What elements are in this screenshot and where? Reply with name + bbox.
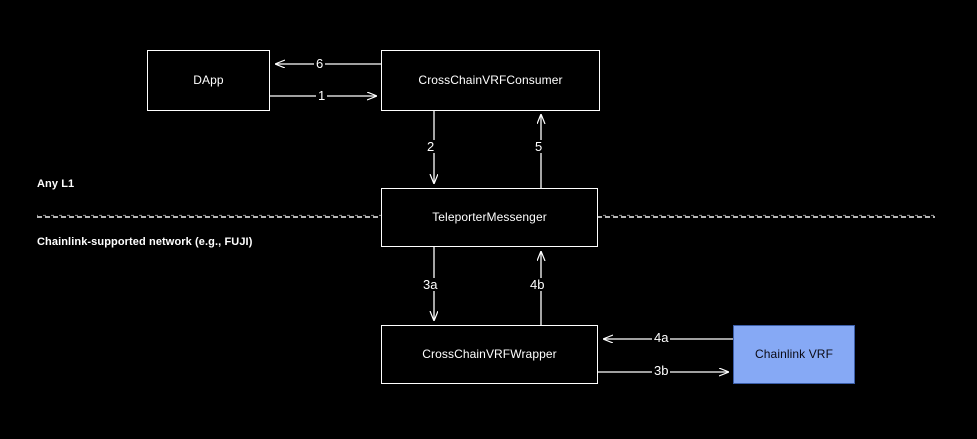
node-crosschainvrfconsumer[interactable]: CrossChainVRFConsumer [381,50,600,111]
node-crosschainvrfwrapper-label: CrossChainVRFWrapper [422,347,557,362]
edge-label-2: 2 [425,139,437,154]
zone-label-chainlink-network: Chainlink-supported network (e.g., FUJI) [37,236,253,248]
node-crosschainvrfconsumer-label: CrossChainVRFConsumer [418,73,563,88]
edge-label-4a: 4a [652,330,671,345]
node-teleportermessenger[interactable]: TeleporterMessenger [381,188,598,247]
zone-label-any-l1: Any L1 [37,178,75,190]
node-dapp-label: DApp [193,73,224,88]
node-chainlink-vrf-label: Chainlink VRF [755,347,833,362]
edge-label-3b: 3b [652,363,671,378]
edge-label-5: 5 [533,139,545,154]
node-chainlink-vrf[interactable]: Chainlink VRF [733,325,855,384]
edge-label-4b: 4b [528,277,547,292]
edge-label-3a: 3a [421,277,440,292]
node-dapp[interactable]: DApp [147,50,270,111]
edge-label-6: 6 [314,56,326,71]
edge-label-1: 1 [316,88,328,103]
node-teleportermessenger-label: TeleporterMessenger [432,210,547,225]
node-crosschainvrfwrapper[interactable]: CrossChainVRFWrapper [381,325,598,384]
